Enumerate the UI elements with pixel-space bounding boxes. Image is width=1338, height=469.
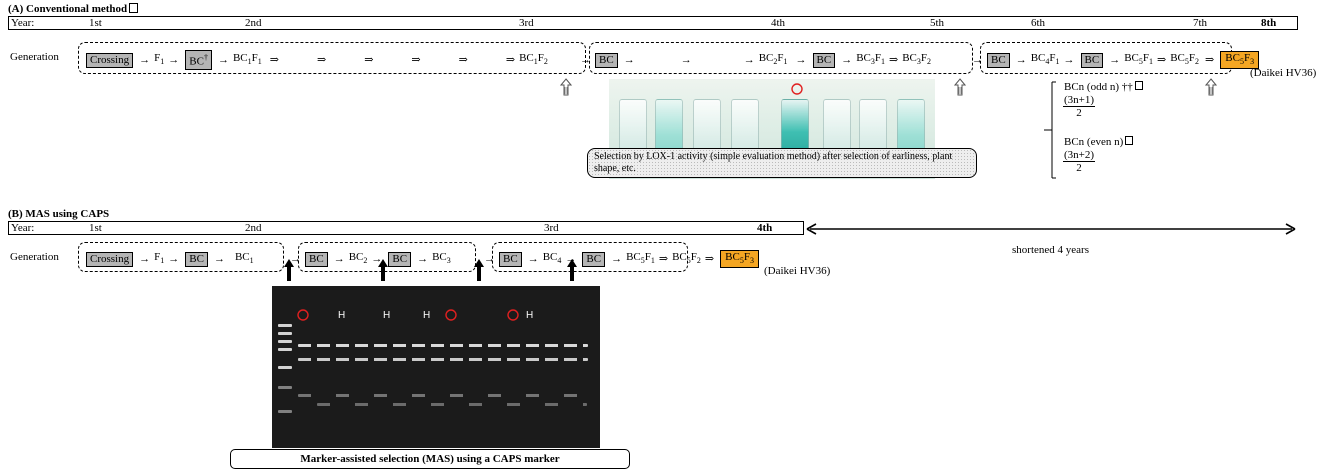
mas-caption: Marker-assisted selection (MAS) using a … (230, 449, 630, 469)
year-4th: 4th (771, 17, 786, 29)
crossing-box-b: Crossing (86, 251, 134, 267)
flow-a-part1: Crossing →F1 →BC† →BC1F1 ⇒ ⇒ ⇒ ⇒ ⇒ ⇒BC1F… (84, 50, 548, 70)
double-arrow-icon (806, 223, 1296, 235)
selected-circle-icon (791, 83, 803, 95)
final-note-a: (Daikei HV36) (1250, 67, 1317, 79)
bracket-icon (1044, 81, 1056, 179)
gel-label-h: H (526, 310, 534, 321)
flow-b-part1: Crossing →F1 →BC →BC1 (84, 249, 254, 269)
group-a2 (589, 42, 973, 74)
year-b-4th: 4th (757, 222, 773, 234)
lox-caption: Selection by LOX-1 activity (simple eval… (587, 148, 977, 178)
year-6th: 6th (1031, 17, 1046, 29)
final-box-b: BC5F3 (720, 250, 759, 269)
flow-a-part3: →BC →BC4F1 →BC →BC5F1 ⇒BC5F2 ⇒ BC5F3 (972, 50, 1261, 70)
gel-label-h: H (423, 310, 431, 321)
flow-b-part2: →BC →BC2 →BC →BC3 (290, 251, 451, 267)
year-label: Year: (11, 17, 35, 29)
group-b1 (78, 242, 284, 272)
group-b2 (298, 242, 476, 272)
up-arrow-icon (284, 259, 294, 281)
up-arrow-icon (567, 259, 577, 281)
flow-b-part3: →BC →BC4 →BC →BC5F1 ⇒BC5F2 ⇒BC5F3 (484, 249, 761, 269)
up-arrow-icon (474, 259, 484, 281)
generation-label-a: Generation (10, 51, 59, 63)
final-note-b: (Daikei HV36) (764, 265, 831, 277)
up-arrow-icon (378, 259, 388, 281)
year-label-b: Year: (11, 222, 35, 234)
year-2nd: 2nd (245, 17, 262, 29)
year-bar-b: Year: 1st 2nd 3rd 4th (8, 221, 804, 235)
up-arrow-icon (560, 78, 572, 96)
year-bar-a: Year: 1st 2nd 3rd 4th 5th 6th 7th 8th (8, 16, 1298, 30)
year-b-1st: 1st (89, 222, 102, 234)
gel-label-h: H (383, 310, 391, 321)
caps-gel-image: H H H H (272, 286, 600, 448)
year-3rd: 3rd (519, 17, 534, 29)
year-b-2nd: 2nd (245, 222, 262, 234)
formula-even-title: BCn (even n) (1064, 136, 1134, 148)
up-arrow-icon (1205, 78, 1217, 96)
formula-even: (3n+2)2 (1063, 149, 1096, 174)
crossing-box: Crossing (86, 52, 134, 68)
formula-odd-title: BCn (odd n) †† (1064, 81, 1143, 93)
year-7th: 7th (1193, 17, 1208, 29)
gel-label-h: H (338, 310, 346, 321)
flow-a-part2: →BC → → →BC2F1 →BC →BC3F1 ⇒BC3F2 (580, 52, 932, 68)
selected-circle-icon (507, 309, 519, 321)
generation-label-b: Generation (10, 251, 59, 263)
year-1st: 1st (89, 17, 102, 29)
section-a-title: (A) Conventional method (8, 3, 139, 15)
shortened-label: shortened 4 years (1012, 244, 1089, 256)
year-5th: 5th (930, 17, 945, 29)
section-b-title: (B) MAS using CAPS (8, 208, 110, 220)
year-8th: 8th (1261, 17, 1277, 29)
group-b3 (492, 242, 688, 272)
selected-circle-icon (445, 309, 457, 321)
bc-box: BC† (185, 50, 212, 70)
selected-circle-icon (297, 309, 309, 321)
year-b-3rd: 3rd (544, 222, 559, 234)
group-a1 (78, 42, 586, 74)
up-arrow-icon (954, 78, 966, 96)
final-box-a: BC5F3 (1220, 51, 1260, 70)
formula-odd: (3n+1)2 (1063, 94, 1096, 119)
